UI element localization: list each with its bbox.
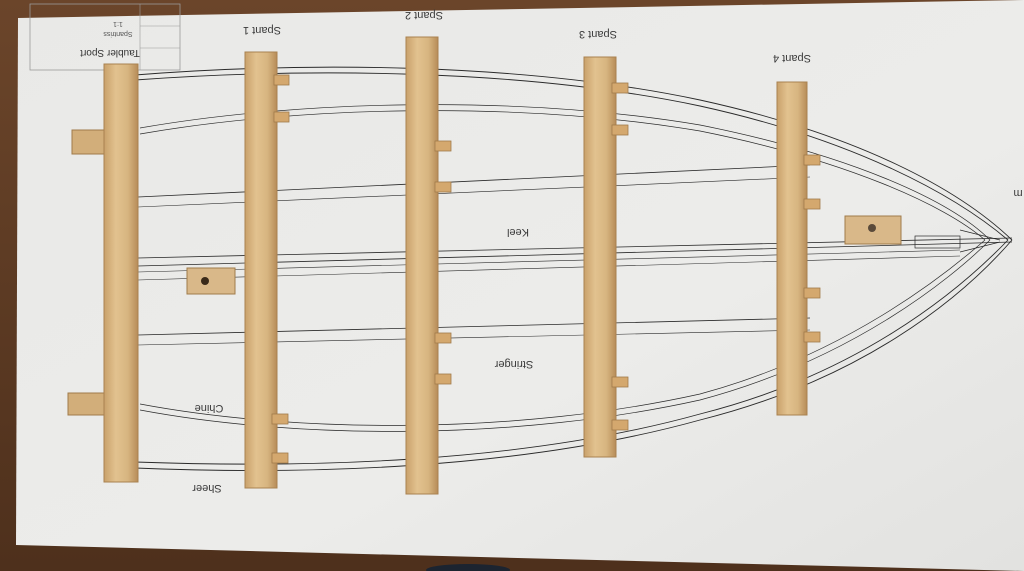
label-spant-2: Spant 2 bbox=[405, 9, 443, 21]
floor-object bbox=[426, 564, 510, 571]
title-block-line1: Spantriss bbox=[103, 30, 133, 37]
label-chine: Chine bbox=[195, 402, 224, 414]
label-spant-1: Spant 1 bbox=[243, 24, 281, 36]
frame-spant-1 bbox=[244, 51, 290, 489]
frame-spant-2 bbox=[405, 36, 452, 495]
support-blocks bbox=[67, 129, 902, 416]
label-stringer: Stringer bbox=[494, 358, 533, 370]
title-block-line2: 1:1 bbox=[113, 20, 123, 27]
label-stem-fragment: m bbox=[1013, 187, 1022, 199]
label-sheer: Sheer bbox=[192, 482, 222, 494]
label-spant-3: Spant 3 bbox=[579, 28, 617, 40]
label-keel: Keel bbox=[507, 226, 529, 238]
title-block-title: Taubler Sport bbox=[80, 47, 140, 58]
frame-transom bbox=[103, 63, 139, 483]
plan-paper bbox=[16, 0, 1024, 571]
frame-spant-3 bbox=[583, 56, 629, 458]
label-spant-4: Spant 4 bbox=[773, 52, 811, 64]
frame-spant-4 bbox=[776, 81, 821, 416]
